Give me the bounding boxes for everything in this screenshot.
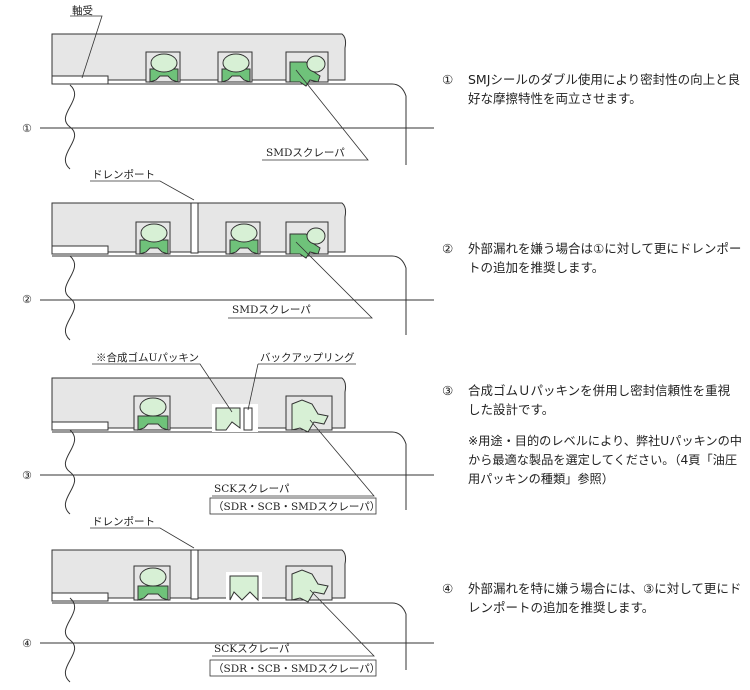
panel-3-diagram: ※合成ゴムUパッキン バックアップリング SCKスクレーパ （SDR・SCB・S…: [22, 351, 434, 515]
backup-ring: [243, 407, 253, 431]
leader-sck: [212, 589, 375, 657]
drain-port-gap: [190, 202, 199, 254]
rod-outline: [52, 83, 407, 165]
rod-outline: [52, 431, 407, 510]
housing: [51, 377, 347, 429]
description-marker: ①: [442, 72, 454, 87]
sck-sub-box: [209, 659, 377, 677]
label-sck-alternatives: （SDR・SCB・SMDスクレーパ）: [213, 501, 380, 513]
bearing-bush: [51, 421, 109, 431]
bearing-bush: [51, 245, 109, 255]
leader-drain-port: [90, 180, 195, 201]
leader-smd: [262, 69, 369, 161]
panel-4-diagram: ドレンポート SCKスクレーパ （SDR・SCB・SMDスクレーパ） ④: [22, 516, 434, 683]
panel-1-diagram: 軸受 SMDスクレーパ ①: [22, 4, 434, 170]
drain-port-gap: [190, 549, 199, 600]
leader-sck: [212, 419, 375, 497]
label-drain-port: ドレンポート: [92, 169, 155, 181]
smj-seal: [225, 221, 261, 255]
description-marker: ②: [442, 241, 454, 256]
rubber-u-packing: [226, 572, 262, 602]
rod-break-symbol: [64, 84, 76, 170]
panel-1-marker: ①: [22, 122, 32, 135]
label-sck-alternatives: （SDR・SCB・SMDスクレーパ）: [213, 663, 380, 675]
description-marker: ③: [442, 383, 454, 398]
description-text: SMJシールのダブル使用により密封性の向上と良好な摩擦特性を両立させます。: [468, 72, 741, 106]
smj-seal: [217, 51, 253, 83]
bearing-bush: [51, 75, 109, 85]
smd-scraper-seal: [285, 221, 329, 259]
panel-2-diagram: ドレンポート SMDスクレーパ ②: [22, 169, 434, 341]
smj-seal: [145, 51, 181, 83]
smd-scraper-seal: [285, 51, 329, 87]
panel-3-description: ③ 合成ゴムＵパッキンを併用し密封信頼性を重視した設計です。 ※用途・目的のレベ…: [442, 381, 742, 489]
smj-seal: [133, 395, 171, 431]
leader-bearing: [70, 15, 103, 79]
sck-sub-box: [209, 497, 377, 515]
description-text: 合成ゴムＵパッキンを併用し密封信頼性を重視した設計です。: [468, 383, 731, 417]
panel-4-marker: ④: [22, 637, 32, 650]
housing: [51, 202, 347, 253]
smj-seal: [135, 221, 171, 255]
description-note: ※用途・目的のレベルにより、弊社Uパッキンの中から最適な製品を選定してください。…: [468, 434, 742, 486]
rod-outline: [52, 255, 407, 335]
panel-1-description: ① SMJシールのダブル使用により密封性の向上と良好な摩擦特性を両立させます。: [442, 70, 742, 108]
label-smd-scraper: SMDスクレーパ: [266, 147, 345, 159]
label-sck-scraper: SCKスクレーパ: [214, 483, 290, 495]
leader-drain-port: [90, 527, 195, 549]
panel-2-marker: ②: [22, 293, 32, 306]
label-backup-ring: バックアップリング: [260, 351, 355, 364]
rod-break-symbol: [64, 429, 76, 515]
panel-3-marker: ③: [22, 469, 32, 482]
smj-seal: [133, 565, 171, 601]
rod-break-symbol: [64, 597, 76, 683]
label-smd-scraper: SMDスクレーパ: [232, 304, 311, 316]
label-rubber-u-packing: ※合成ゴムUパッキン: [96, 351, 199, 364]
leader-smd: [228, 241, 373, 319]
label-sck-scraper: SCKスクレーパ: [214, 643, 290, 655]
leader-backup-ring: [247, 363, 356, 411]
description-marker: ④: [442, 581, 454, 596]
label-bearing: 軸受: [72, 4, 93, 17]
sck-scraper-seal: [285, 565, 333, 603]
rod-outline: [52, 602, 407, 670]
bearing-bush: [51, 592, 109, 602]
description-text: 外部漏れを特に嫌う場合には、③に対して更にドレンポートの追加を推奨します。: [468, 581, 742, 615]
panel-2-description: ② 外部漏れを嫌う場合は①に対して更にドレンポートの追加を推奨します。: [442, 239, 742, 277]
sck-scraper-seal: [285, 395, 333, 433]
panel-4-description: ④ 外部漏れを特に嫌う場合には、③に対して更にドレンポートの追加を推奨します。: [442, 579, 742, 617]
housing: [51, 33, 347, 81]
housing: [51, 549, 347, 599]
label-drain-port: ドレンポート: [92, 516, 155, 528]
description-text: 外部漏れを嫌う場合は①に対して更にドレンポートの追加を推奨します。: [468, 241, 742, 275]
rod-break-symbol: [64, 255, 76, 341]
rubber-u-packing: [212, 404, 258, 432]
leader-rubber-u: [92, 363, 233, 413]
